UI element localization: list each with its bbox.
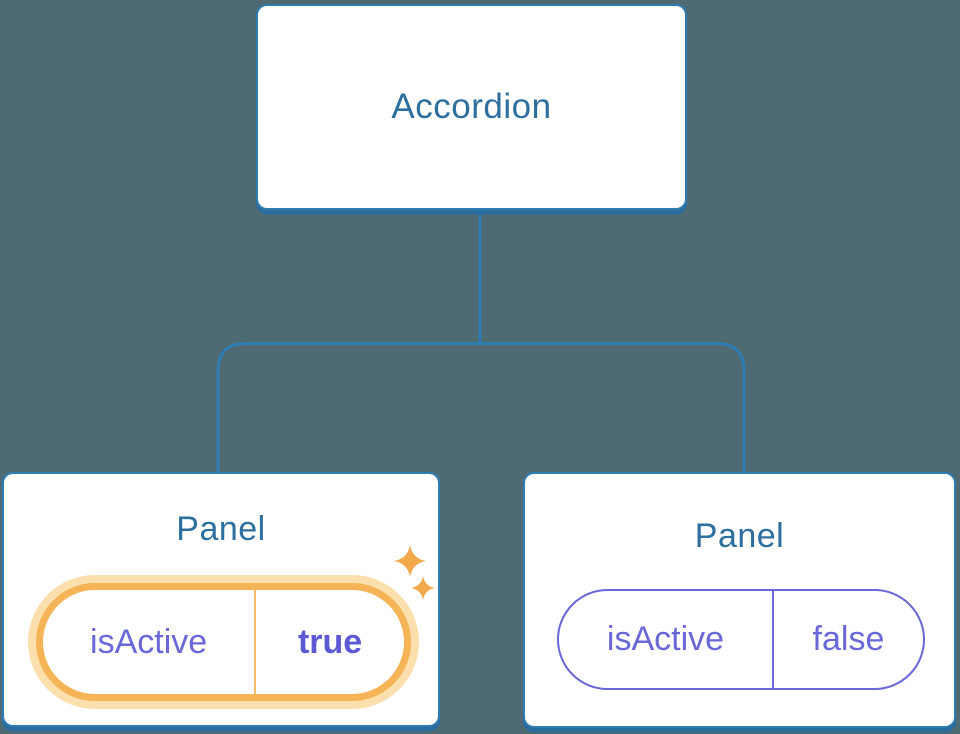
sparkles-icon (394, 545, 435, 600)
prop-pill-active: isActive true (36, 583, 411, 701)
panel-node-active: Panel isActive true (2, 472, 440, 727)
accordion-node-label: Accordion (391, 87, 552, 126)
panel-node-inactive: Panel isActive false (523, 472, 956, 728)
prop-value-label: false (812, 620, 885, 658)
pill-divider (254, 590, 257, 694)
accordion-node: Accordion (256, 4, 687, 210)
prop-pill-inactive: isActive false (557, 589, 925, 690)
pill-divider (771, 591, 774, 688)
panel-title: Panel (176, 510, 266, 548)
prop-name-label: isActive (90, 622, 208, 661)
panel-title: Panel (694, 517, 785, 555)
prop-value-label: true (297, 622, 363, 661)
prop-name-label: isActive (606, 620, 725, 658)
